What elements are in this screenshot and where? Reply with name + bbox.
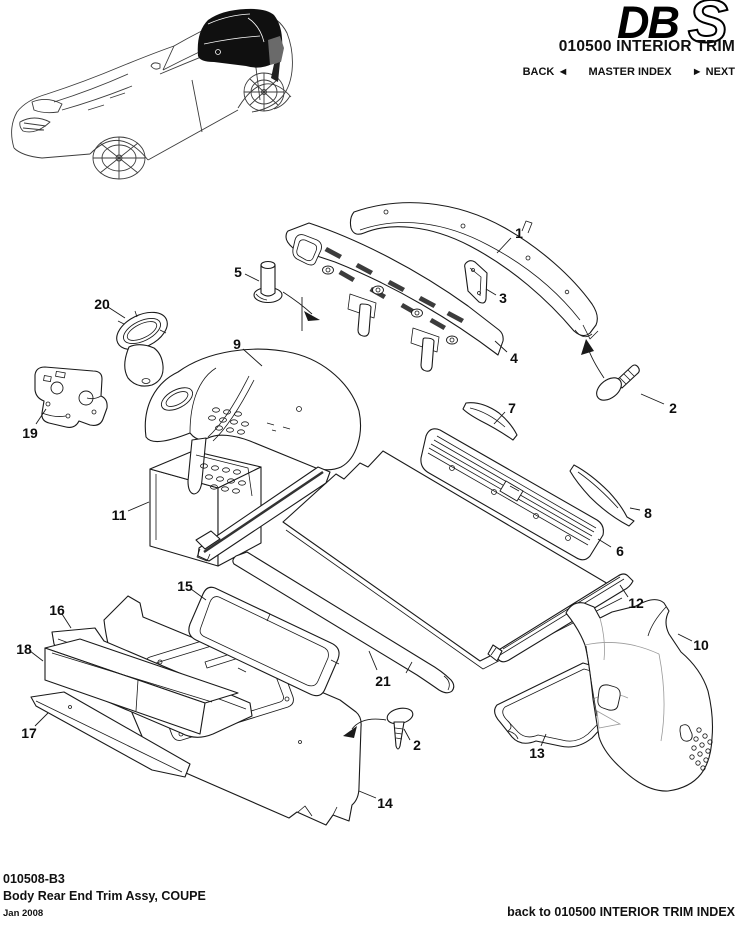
part-3-bracket <box>464 260 488 304</box>
part-5-stud <box>253 260 320 331</box>
callout-9: 9 <box>233 336 241 352</box>
callout-20: 20 <box>94 296 110 312</box>
highlighted-trim-area <box>197 8 284 82</box>
perforations-lower <box>195 454 253 497</box>
next-arrow-icon[interactable]: ► <box>691 66 703 78</box>
callout-4: 4 <box>510 350 518 366</box>
callout-1: 1 <box>515 225 523 241</box>
sill-rail <box>195 466 331 562</box>
part-8-wedge-trim <box>569 464 635 527</box>
dbs-logo: DB S <box>617 0 729 50</box>
logo-db: DB <box>617 0 678 48</box>
callout-12: 12 <box>628 595 644 611</box>
callout-17: 17 <box>21 725 37 741</box>
part-19-bracket <box>34 366 108 428</box>
part-6-bulkhead-trim <box>420 428 604 561</box>
back-to-index-link[interactable]: back to 010500 INTERIOR TRIM INDEX <box>507 905 735 919</box>
part-7-wedge-trim <box>462 402 518 441</box>
perforations-upper <box>208 407 249 435</box>
callout-3: 3 <box>499 290 507 306</box>
callout-2b: 2 <box>413 737 421 753</box>
part-1-parcel-shelf <box>349 202 599 340</box>
part-18-bin-box <box>44 638 239 735</box>
document-date: Jan 2008 <box>3 908 44 919</box>
part-17-finisher-strip <box>30 691 191 778</box>
document-number: 010508-B3 <box>3 872 65 886</box>
navigation-bar: BACK ◄ MASTER INDEX ► NEXT <box>395 66 735 78</box>
part-9-wheel-arch-trim <box>144 348 362 497</box>
part-2-fastener-lower <box>343 707 414 750</box>
callout-10: 10 <box>693 637 709 653</box>
part-10-quarter-trim <box>565 599 714 792</box>
document-title: Body Rear End Trim Assy, COUPE <box>3 889 206 903</box>
callout-5: 5 <box>234 264 242 280</box>
callout-14: 14 <box>377 795 393 811</box>
callout-2a: 2 <box>669 400 677 416</box>
car-location-illustration <box>11 8 293 180</box>
rear-wheel <box>243 72 285 112</box>
part-4-shelf-trim-panel <box>285 222 504 372</box>
callout-11: 11 <box>112 507 127 523</box>
callout-13: 13 <box>529 745 545 761</box>
page-title: 010500 INTERIOR TRIM <box>558 38 735 55</box>
part-12-channel-strip <box>487 573 634 663</box>
master-index-link[interactable]: MASTER INDEX <box>588 66 672 78</box>
back-arrow-icon[interactable]: ◄ <box>557 66 569 78</box>
part-15-bezel-frame <box>188 586 340 697</box>
callout-labels: 1 2 2 3 4 5 6 7 8 9 10 11 12 13 14 15 16… <box>16 225 709 811</box>
callout-7: 7 <box>508 400 516 416</box>
next-link[interactable]: NEXT <box>705 66 735 78</box>
logo-s: S <box>688 0 728 50</box>
back-link[interactable]: BACK <box>522 66 555 78</box>
part-20-bezel <box>116 310 168 387</box>
front-wheel <box>92 136 146 180</box>
leader-lines <box>29 237 693 799</box>
part-2-fastener-upper <box>581 339 640 401</box>
speaker-perforations <box>689 727 713 771</box>
callout-18: 18 <box>16 641 32 657</box>
callout-8: 8 <box>644 505 652 521</box>
callout-16: 16 <box>49 602 65 618</box>
part-21-support-rod <box>232 551 455 694</box>
callout-21: 21 <box>375 673 391 689</box>
callout-15: 15 <box>177 578 193 594</box>
callout-19: 19 <box>22 425 38 441</box>
callout-6: 6 <box>616 543 624 559</box>
